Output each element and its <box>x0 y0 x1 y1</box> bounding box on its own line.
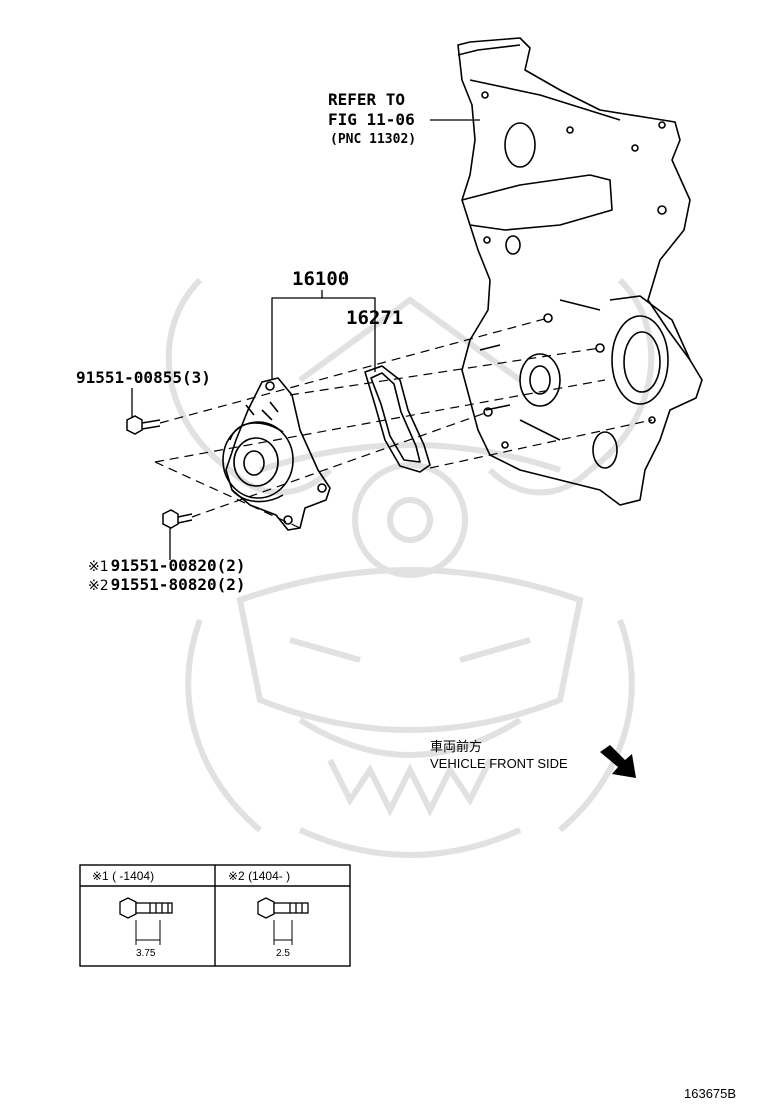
water-pump <box>222 377 331 531</box>
leader-lines <box>131 119 480 560</box>
figure-id: 163675B <box>684 1086 737 1101</box>
variant-mark-1: ※1 <box>88 559 109 575</box>
variant-mark-2: ※2 <box>88 578 109 594</box>
table-header-col2: ※2 (1404- ) <box>228 869 291 883</box>
dimension-marks <box>135 920 293 945</box>
bolt-icon <box>126 415 193 529</box>
part-number-bolt-80820[interactable]: 91551-80820(2) <box>110 575 246 594</box>
part-number-16271[interactable]: 16271 <box>346 307 404 329</box>
refer-note-line2: FIG 11-06 <box>328 110 415 129</box>
direction-label-jp: 車両前方 <box>430 739 483 754</box>
table-header-col1: ※1 ( -1404) <box>92 869 155 883</box>
arrow-down-right-icon <box>600 745 636 778</box>
watermark-logo <box>165 277 655 858</box>
part-number-16100[interactable]: 16100 <box>292 268 350 290</box>
refer-note-line1: REFER TO <box>328 90 406 109</box>
table-dim-col2: 2.5 <box>276 948 290 959</box>
part-number-bolt-00820[interactable]: 91551-00820(2) <box>110 556 246 575</box>
spec-table <box>79 864 351 967</box>
table-bolt-icons <box>119 897 309 919</box>
gasket <box>364 365 431 473</box>
timing-chain-cover <box>457 37 703 506</box>
table-dim-col1: 3.75 <box>136 948 156 959</box>
alignment-lines <box>154 317 653 529</box>
refer-note-line3: (PNC 11302) <box>330 132 417 147</box>
direction-label-en: VEHICLE FRONT SIDE <box>430 756 568 771</box>
part-number-bolt-00855[interactable]: 91551-00855(3) <box>76 368 211 387</box>
